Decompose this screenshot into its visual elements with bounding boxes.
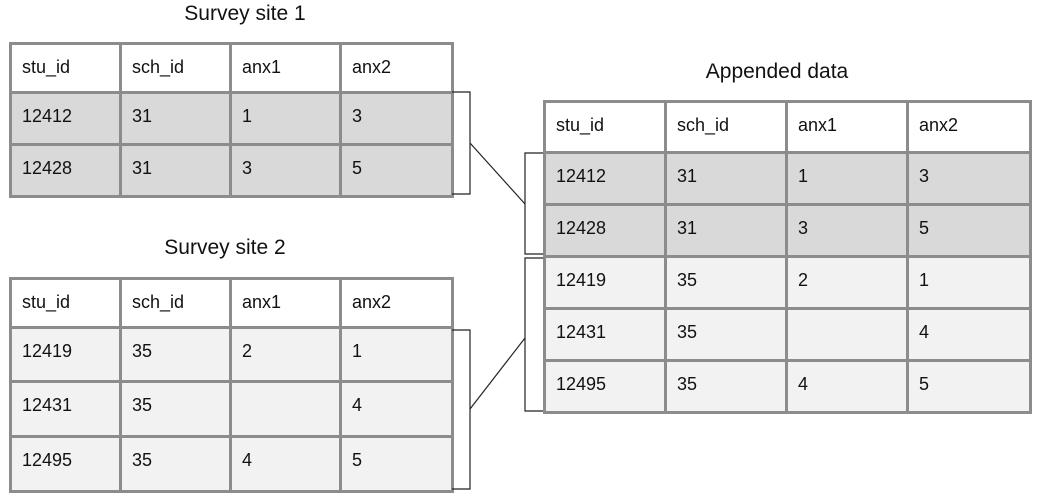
table-row: 12431 35 4 [9,380,454,438]
column-header: anx1 [229,42,342,94]
table-cell: 12419 [543,255,667,310]
table-cell [785,307,909,362]
table-row: 12495 35 4 5 [543,359,1032,414]
table-cell: 3 [785,203,909,258]
column-header: sch_id [119,42,232,94]
table-cell: 1 [906,255,1032,310]
table-cell: 3 [229,143,342,198]
table-cell: 3 [339,91,454,146]
table-row: 12412 31 1 3 [543,151,1032,206]
table-cell: 1 [785,151,909,206]
table-cell: 31 [119,91,232,146]
table-header-row: stu_id sch_id anx1 anx2 [543,100,1032,154]
table-cell: 5 [906,359,1032,414]
column-header: anx2 [906,100,1032,154]
table-cell: 4 [785,359,909,414]
table-cell: 12412 [543,151,667,206]
column-header: anx1 [229,277,342,329]
table-cell: 12428 [543,203,667,258]
column-header: stu_id [543,100,667,154]
table-cell: 5 [906,203,1032,258]
column-header: stu_id [9,277,122,329]
table-cell: 35 [119,435,232,493]
table-cell: 12412 [9,91,122,146]
table-cell: 5 [339,435,454,493]
table-row: 12431 35 4 [543,307,1032,362]
table-row: 12428 31 3 5 [543,203,1032,258]
table-cell [229,380,342,438]
table-cell: 35 [664,255,788,310]
appended-lower-bracket [524,257,543,412]
table-header-row: stu_id sch_id anx1 anx2 [9,42,454,94]
table-cell: 4 [906,307,1032,362]
table-row: 12495 35 4 5 [9,435,454,493]
table-row: 12412 31 1 3 [9,91,454,146]
table-row: 12419 35 2 1 [9,326,454,383]
table-cell: 2 [785,255,909,310]
table-cell: 12495 [543,359,667,414]
table-cell: 4 [229,435,342,493]
table-cell: 12428 [9,143,122,198]
column-header: sch_id [119,277,232,329]
table-cell: 35 [664,359,788,414]
table-row: 12428 31 3 5 [9,143,454,198]
table-cell: 12419 [9,326,122,383]
table-cell: 35 [119,326,232,383]
table-cell: 1 [339,326,454,383]
table-cell: 5 [339,143,454,198]
table-cell: 31 [664,151,788,206]
table-cell: 31 [119,143,232,198]
table-cell: 2 [229,326,342,383]
table-cell: 12495 [9,435,122,493]
column-header: stu_id [9,42,122,94]
table-cell: 12431 [9,380,122,438]
column-header: anx1 [785,100,909,154]
table-cell: 1 [229,91,342,146]
table-cell: 4 [339,380,454,438]
table-row: 12419 35 2 1 [543,255,1032,310]
table-cell: 31 [664,203,788,258]
site1-title: Survey site 1 [184,2,306,25]
appended-table: stu_id sch_id anx1 anx2 12412 31 1 3 124… [543,100,1032,414]
column-header: anx2 [339,42,454,94]
appended-upper-bracket [524,152,543,255]
table-header-row: stu_id sch_id anx1 anx2 [9,277,454,329]
site2-connector-line [469,337,526,410]
table-cell: 35 [119,380,232,438]
appended-title: Appended data [705,60,849,83]
site2-table: stu_id sch_id anx1 anx2 12419 35 2 1 124… [9,277,454,493]
column-header: anx2 [339,277,454,329]
site2-title: Survey site 2 [164,236,286,259]
site2-bracket [452,329,471,490]
site1-connector-line [469,142,526,205]
table-cell: 35 [664,307,788,362]
site1-bracket [452,91,471,195]
site1-table: stu_id sch_id anx1 anx2 12412 31 1 3 124… [9,42,454,198]
column-header: sch_id [664,100,788,154]
table-cell: 3 [906,151,1032,206]
table-cell: 12431 [543,307,667,362]
